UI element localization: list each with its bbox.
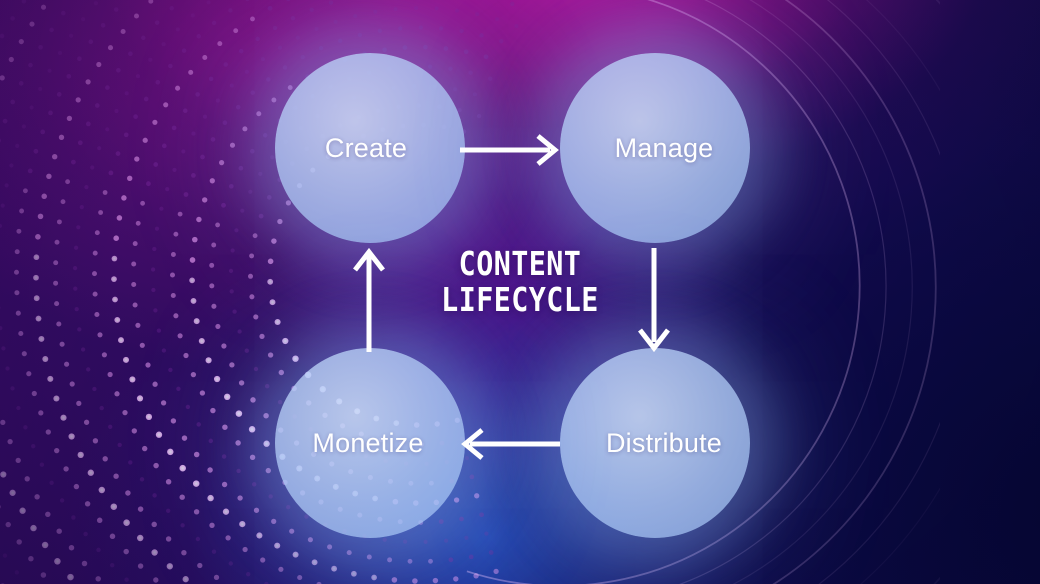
arrow-up-icon xyxy=(351,244,387,354)
node-monetize-label: Monetize xyxy=(312,427,424,458)
arrow-down-icon xyxy=(636,246,672,356)
arrow-left-icon xyxy=(458,426,562,462)
node-manage-label: Manage xyxy=(614,132,714,163)
arrow-right-icon xyxy=(458,132,562,168)
halftone-dot-pattern xyxy=(0,0,519,584)
node-manage[interactable]: Manage xyxy=(560,53,750,243)
diagram-title: CONTENT LIFECYCLE xyxy=(0,246,1040,317)
node-monetize[interactable]: Monetize xyxy=(275,348,465,538)
node-create[interactable]: Create xyxy=(275,53,465,243)
node-distribute[interactable]: Distribute xyxy=(560,348,750,538)
arc-sweep-lines xyxy=(466,0,940,584)
diagram-title-line-1: CONTENT xyxy=(458,244,582,283)
node-create-label: Create xyxy=(324,132,408,163)
diagram-title-line-2: LIFECYCLE xyxy=(441,279,599,319)
node-distribute-label: Distribute xyxy=(605,427,723,458)
